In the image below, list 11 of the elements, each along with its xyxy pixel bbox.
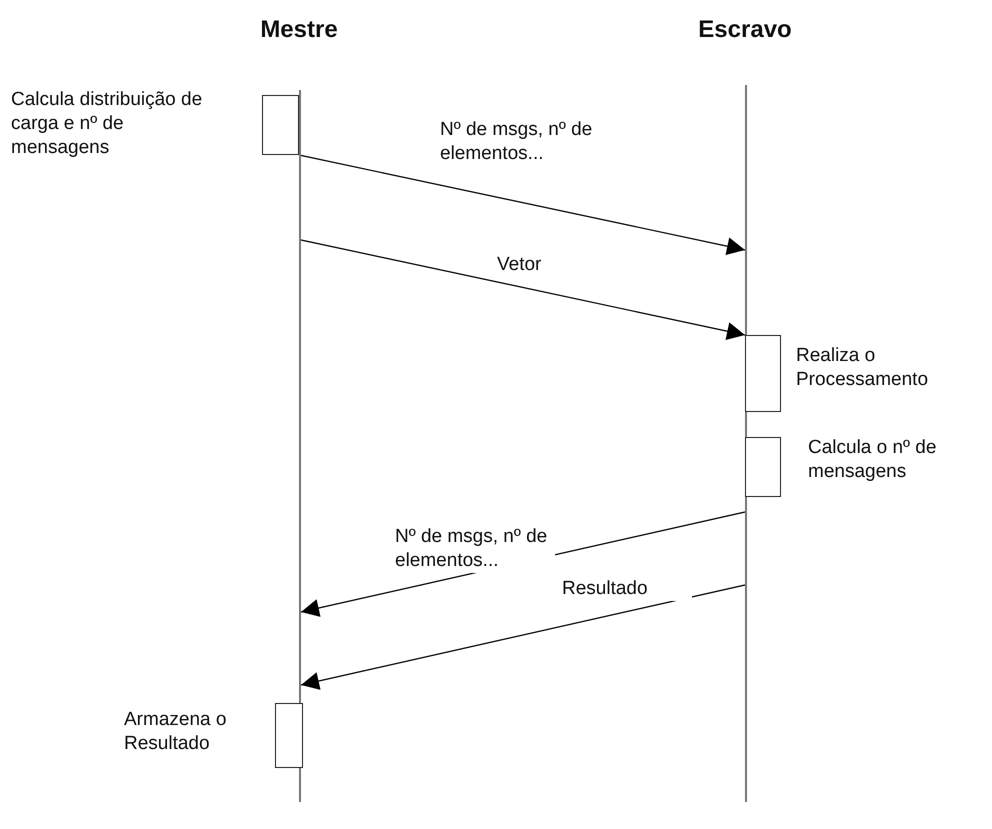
message-label: Nº de msgs, nº de elementos... bbox=[395, 525, 555, 573]
step-description: Realiza o Processamento bbox=[796, 344, 930, 392]
participant-name: Mestre bbox=[259, 16, 339, 44]
message-arrow bbox=[300, 584, 746, 690]
step-description: Calcula distribuição de carga e nº de mensagens bbox=[11, 88, 204, 160]
message-arrow bbox=[300, 239, 746, 340]
step-description: Armazena o Resultado bbox=[124, 708, 228, 756]
message-label: Resultado bbox=[562, 577, 692, 601]
participant-name: Escravo bbox=[697, 16, 793, 44]
message-arrow bbox=[298, 154, 746, 256]
step-description: Calcula o nº de mensagens bbox=[808, 436, 938, 484]
